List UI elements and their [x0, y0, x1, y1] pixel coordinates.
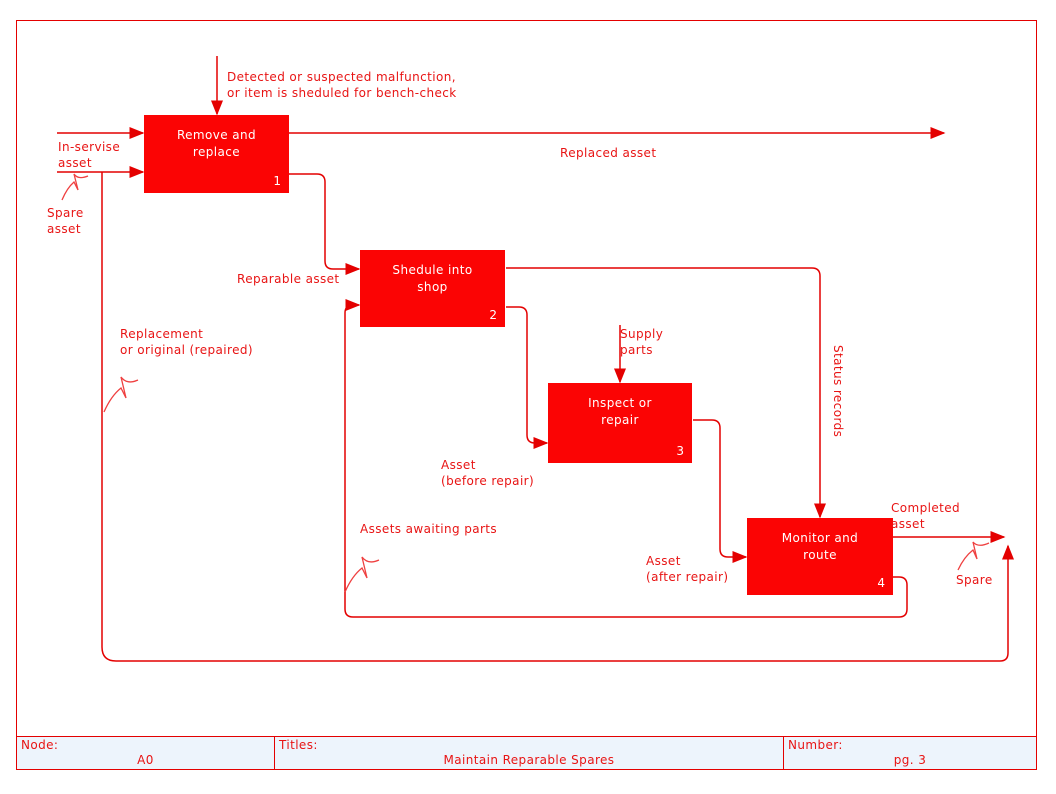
- box-label-line: replace: [192, 145, 241, 159]
- squiggle-spare-asset: [61, 173, 89, 201]
- label-replaced-asset: Replaced asset: [560, 146, 657, 160]
- label-asset-before-repair: Asset (before repair): [441, 458, 535, 488]
- title-bar-node-cell: Node: A0: [17, 737, 274, 769]
- box-number: 1: [273, 174, 281, 188]
- squiggle-assets-awaiting: [344, 556, 380, 593]
- label-asset-after-repair: Asset (after repair): [646, 554, 729, 584]
- title-bar: Node: A0 Titles: Maintain Reparable Spar…: [16, 736, 1037, 770]
- label-assets-awaiting-parts: Assets awaiting parts: [360, 522, 498, 536]
- box-number: 4: [877, 576, 885, 590]
- node-value: A0: [137, 753, 154, 767]
- arrow-reparable-asset: [289, 173, 361, 275]
- label-status-records: Status records: [831, 345, 845, 438]
- box-number: 2: [489, 308, 497, 322]
- box-label-line: Shedule into: [392, 263, 473, 277]
- label-reparable-asset: Reparable asset: [237, 272, 340, 286]
- box-number: 3: [676, 444, 684, 458]
- label-spare-output: Spare: [956, 573, 993, 587]
- arrow-status-records: [506, 267, 826, 519]
- titles-value: Maintain Reparable Spares: [443, 753, 615, 767]
- label-in-service-asset: In-servise asset: [58, 140, 121, 170]
- box-label-line: Inspect or: [588, 396, 652, 410]
- label-completed-asset: Completed asset: [891, 501, 961, 531]
- label-control-malfunction: Detected or suspected malfunction, or it…: [227, 70, 457, 100]
- function-box-inspect-or-repair[interactable]: Inspect or repair 3: [548, 383, 692, 463]
- squiggle-replacement: [103, 376, 139, 413]
- title-bar-titles-cell: Titles: Maintain Reparable Spares: [274, 737, 783, 769]
- box-label-line: Monitor and: [781, 531, 859, 545]
- squiggle-spare-out: [957, 541, 990, 571]
- label-replacement-or-original: Replacement or original (repaired): [120, 327, 253, 357]
- arrow-spare-feedback-loop: [101, 172, 1014, 662]
- titles-label: Titles:: [279, 738, 318, 752]
- box-label-line: shop: [417, 280, 448, 294]
- box-label-line: repair: [601, 413, 639, 427]
- number-value: pg. 3: [893, 753, 927, 767]
- function-box-shedule-into-shop[interactable]: Shedule into shop 2: [360, 250, 505, 327]
- function-box-remove-and-replace[interactable]: Remove and replace 1: [144, 115, 289, 193]
- box-label-line: Remove and: [176, 128, 257, 142]
- label-spare-asset: Spare asset: [47, 206, 84, 236]
- function-box-monitor-and-route[interactable]: Monitor and route 4: [747, 518, 893, 595]
- arrow-asset-after-repair: [693, 419, 748, 563]
- title-bar-number-cell: Number: pg. 3: [783, 737, 1036, 769]
- node-label: Node:: [21, 738, 59, 752]
- number-label: Number:: [788, 738, 843, 752]
- box-label-line: route: [803, 548, 837, 562]
- label-supply-parts: Supply parts: [620, 327, 664, 357]
- arrow-assets-awaiting-parts: [344, 299, 908, 618]
- arrow-asset-before-repair: [506, 306, 549, 449]
